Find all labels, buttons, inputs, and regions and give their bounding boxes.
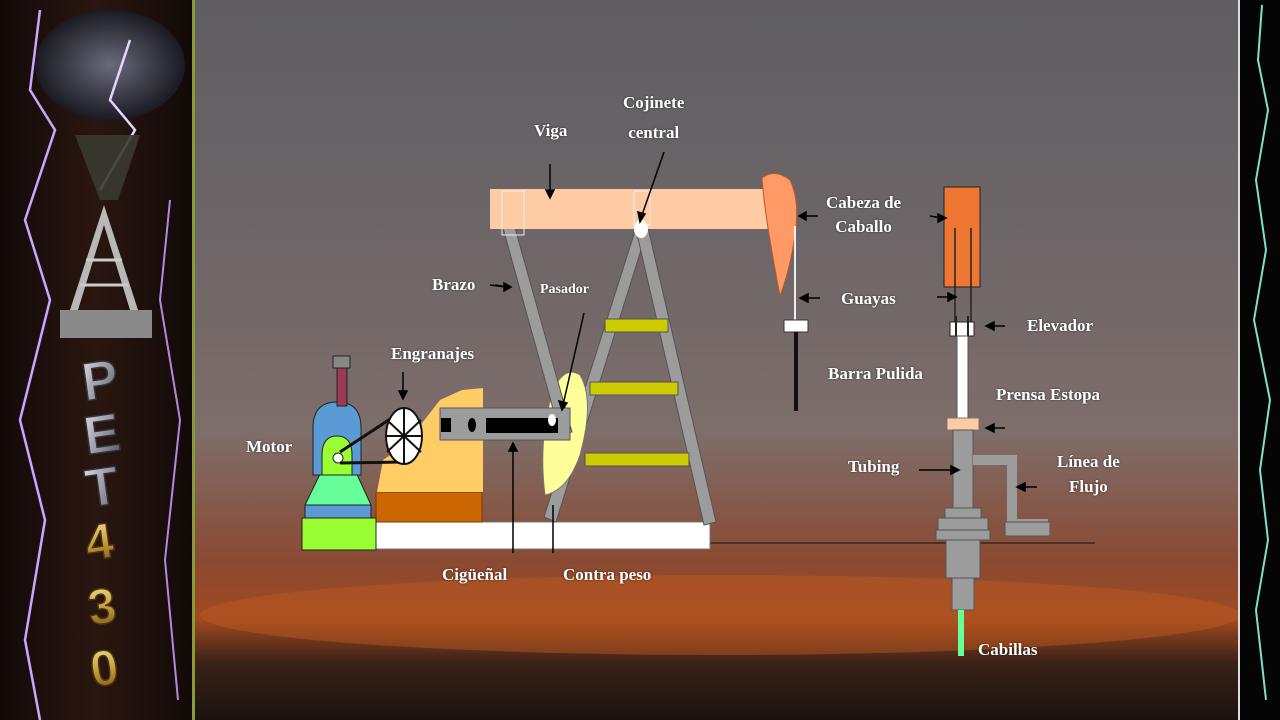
- wellhead-flange-1: [944, 507, 982, 519]
- sunset-sky-background: [195, 0, 1240, 720]
- horsehead: [761, 173, 798, 298]
- sucker-rods: [958, 610, 964, 656]
- equalizer-bearing-outline: [501, 190, 525, 236]
- flow-line-end: [1004, 521, 1051, 537]
- crank-slot: [486, 418, 558, 433]
- motor-base: [301, 517, 377, 551]
- label-guayas: Guayas: [841, 289, 896, 308]
- right-strip-panel: [1240, 0, 1280, 720]
- sidebar-lightning-icon: [18, 9, 57, 720]
- horsehead-detail: [943, 186, 981, 288]
- sidebar-digit-3: 3: [84, 577, 119, 636]
- motor-cap: [332, 355, 351, 369]
- center-bearing-pin: [634, 220, 648, 238]
- drive-belt-bottom: [339, 460, 405, 465]
- label-viga: Viga: [534, 121, 568, 140]
- label-motor: Motor: [246, 437, 293, 456]
- storm-cloud-icon: [35, 10, 185, 120]
- label-tubing: Tubing: [848, 457, 900, 476]
- polished-rod-detail: [956, 335, 969, 419]
- stuffing-box: [946, 417, 980, 431]
- crank-slot-left: [441, 418, 451, 432]
- base-skid: [374, 521, 711, 550]
- right-lightning-icon: [1252, 4, 1272, 701]
- carrier-bar: [783, 319, 809, 333]
- wellhead-flange-3: [935, 529, 991, 541]
- label-cabillas: Cabillas: [978, 640, 1038, 659]
- label-brazo: Brazo: [432, 275, 476, 294]
- sidebar-lightning-icon-3: [158, 199, 182, 701]
- label-barra-pulida: Barra Pulida: [828, 364, 923, 383]
- label-ciguenal: Cigüeñal: [442, 565, 508, 584]
- right-strip-border: [1238, 0, 1240, 720]
- crank-hole: [468, 418, 476, 432]
- label-prensa-estopa: Prensa Estopa: [996, 385, 1101, 404]
- label-contra-peso: Contra peso: [563, 565, 652, 584]
- motor-plate: [304, 504, 372, 519]
- ladder-rung-3: [584, 452, 690, 467]
- gearbox-base: [375, 491, 483, 523]
- walking-beam: [490, 189, 768, 229]
- tornado-icon: [75, 135, 140, 200]
- label-elevador: Elevador: [1027, 316, 1094, 335]
- gear-wheel-icon: [385, 407, 423, 465]
- ladder-rung-2: [589, 381, 679, 396]
- ladder-rung-1: [604, 318, 669, 333]
- motor-pulley: [332, 452, 344, 464]
- label-linea-de-flujo: Línea de Flujo: [1057, 452, 1120, 496]
- oil-derrick-icon: [60, 205, 152, 338]
- label-cabeza-de-caballo: Cabeza de Caballo: [826, 193, 902, 236]
- leader-arrows: [397, 151, 1037, 553]
- elevator-clamp: [949, 321, 975, 337]
- left-sidebar-border: [192, 0, 195, 720]
- casing-bottom: [951, 577, 975, 611]
- crankpin: [548, 414, 556, 426]
- horizon-glow: [200, 575, 1240, 655]
- motor-stem: [336, 365, 348, 407]
- casing: [945, 539, 981, 579]
- wellhead-flange-2: [937, 517, 989, 531]
- label-engranajes: Engranajes: [391, 344, 475, 363]
- label-pasador: Pasador: [540, 282, 589, 297]
- label-cojinete-central: Cojinete central: [623, 93, 685, 142]
